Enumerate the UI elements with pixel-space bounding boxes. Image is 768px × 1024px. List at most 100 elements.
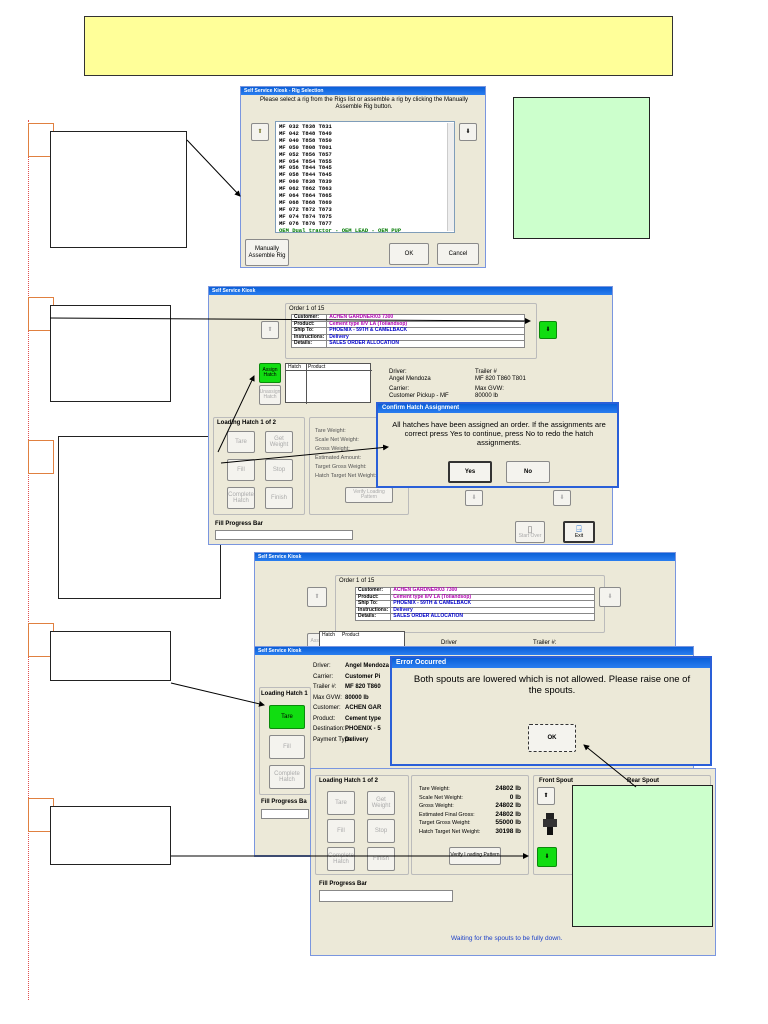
rig-list-item[interactable]: MF 068 T868 T869	[279, 198, 332, 206]
kiosk4-complete-hatch-button[interactable]: Complete Hatch	[327, 847, 355, 871]
driver-value: Angel Mendoza	[389, 376, 431, 382]
unassign-hatch-button[interactable]: Unassign Hatch	[259, 385, 281, 405]
kiosk4-fill-button[interactable]: Fill	[327, 819, 355, 843]
front-spout-up-button[interactable]: ⬆	[537, 787, 555, 805]
info-value: ACHEN GAR	[345, 705, 382, 711]
kiosk1-fill-button[interactable]: Fill	[227, 459, 255, 481]
manually-assemble-rig-button[interactable]: Manually Assemble Rig	[245, 239, 289, 266]
exit-button[interactable]: ⍈Exit	[563, 521, 595, 543]
callout-box-4	[50, 631, 171, 681]
kiosk4-tare-button[interactable]: Tare	[327, 791, 355, 815]
confirm-dialog-title: Confirm Hatch Assignment	[378, 404, 617, 413]
kiosk4-get-weight-button[interactable]: Get Weight	[367, 791, 395, 815]
rig-down-arrow-button[interactable]: ⬇	[459, 123, 477, 141]
info-label: Driver:	[313, 663, 331, 669]
rig-list-item[interactable]: MF 056 T844 T845	[279, 164, 332, 172]
weight-row: Estimated Final Gross:24802 lb	[419, 811, 521, 820]
error-dialog-message: Both spouts are lowered which is not all…	[413, 674, 691, 696]
kiosk1-rear-spout-down-button[interactable]: ⬇	[553, 490, 571, 506]
info-row: Max GVW:80000 lb	[313, 693, 389, 704]
note-box-green-top	[513, 97, 650, 239]
info-value: MF 820 T860	[345, 684, 381, 690]
weight-label: Gross Weight:	[315, 446, 350, 452]
order-field-label: Instructions:	[354, 606, 392, 614]
error-ok-button[interactable]: OK	[528, 724, 576, 752]
rig-list-item[interactable]: MF 064 T864 T865	[279, 192, 332, 200]
rig-list-item[interactable]: MF 072 T872 T873	[279, 205, 332, 213]
kiosk4-finish-button[interactable]: Finish	[367, 847, 395, 871]
kiosk1-verify-loading-pattern-button[interactable]: Verify Loading Pattern	[345, 487, 393, 503]
kiosk3-fill-progress-bar	[261, 809, 309, 819]
kiosk4-fill-progress-label: Fill Progress Bar	[319, 881, 368, 887]
rig-list-item[interactable]: MF 032 T838 T831	[279, 123, 332, 130]
kiosk4-verify-loading-pattern-button[interactable]: Verify Loading Pattern	[449, 847, 501, 865]
order-table-row: Ship To:PHOENIX - 59TH & CAMELBACK	[354, 600, 595, 608]
arrow-1	[186, 139, 241, 197]
rig-list-item[interactable]: MF 076 T876 T877	[279, 219, 332, 227]
kiosk1-complete-hatch-button[interactable]: Complete Hatch	[227, 487, 255, 509]
rig-cancel-button[interactable]: Cancel	[437, 243, 479, 265]
order-table-row: Customer:ACHEN GARDNER/03 7300	[354, 587, 595, 595]
assign-hatch-button[interactable]: Assign Hatch	[259, 363, 281, 383]
arrow-down-icon: ⬇	[544, 853, 550, 860]
info-row: Trailer #:MF 820 T860	[313, 682, 389, 693]
weight-value: 24802 lb	[495, 802, 521, 809]
weight-value: 55000 lb	[495, 819, 521, 826]
kiosk2-order-up-button[interactable]: ⬆	[307, 587, 327, 607]
confirm-no-button[interactable]: No	[506, 461, 550, 483]
rig-list-item[interactable]: MF 060 T838 T839	[279, 178, 332, 186]
rig-list-item[interactable]: MF 054 T854 T855	[279, 157, 332, 165]
kiosk2-order-down-button[interactable]: ⬇	[599, 587, 621, 607]
confirm-hatch-dialog: Confirm Hatch Assignment All hatches hav…	[376, 402, 619, 488]
kiosk1-fill-progress-bar	[215, 530, 353, 540]
rig-ok-button[interactable]: OK	[389, 243, 429, 265]
kiosk3-tare-button[interactable]: Tare	[269, 705, 305, 729]
kiosk1-tare-button[interactable]: Tare	[227, 431, 255, 453]
rig-list-item[interactable]: MF 040 T858 T850	[279, 136, 332, 144]
start-over-button[interactable]: ▯Start Over	[515, 521, 545, 543]
rig-selection-window: Self Service Kiosk - Rig Selection Pleas…	[240, 86, 486, 268]
confirm-yes-button[interactable]: Yes	[448, 461, 492, 483]
rig-list-item[interactable]: MF 042 T848 T849	[279, 129, 332, 137]
kiosk3-fill-button[interactable]: Fill	[269, 735, 305, 759]
front-spout-down-button[interactable]: ⬇	[537, 847, 557, 867]
rig-list-item[interactable]: OEM_Dual_tractor - OEM_LEAD - OEM_PUP	[279, 226, 402, 233]
max-gvw-label: Max GVW:	[475, 386, 504, 392]
kiosk1-stop-button[interactable]: Stop	[265, 459, 293, 481]
rig-up-arrow-button[interactable]: ⬆	[251, 123, 269, 141]
kiosk3-complete-hatch-button[interactable]: Complete Hatch	[269, 765, 305, 789]
carrier-value: Customer Pickup - MF	[389, 393, 449, 399]
weight-row: Scale Net Weight:0 lb	[419, 794, 521, 803]
kiosk1-order-up-button[interactable]: ⬆	[261, 321, 279, 339]
kiosk4-stop-button[interactable]: Stop	[367, 819, 395, 843]
kiosk1-hatch-table: Hatch Product	[285, 363, 372, 404]
info-label: Product:	[313, 715, 336, 722]
kiosk2-titlebar: Self Service Kiosk	[255, 553, 675, 561]
info-label: Payment Type:	[313, 736, 353, 743]
kiosk1-loading-label: Loading Hatch 1 of 2	[217, 420, 277, 426]
weight-label: Tare Weight:	[315, 428, 346, 434]
weight-label: Scale Net Weight:	[315, 437, 359, 443]
info-label: Carrier:	[313, 673, 334, 680]
note-box-green-bottom	[572, 785, 713, 927]
rig-list-scrollbar[interactable]	[447, 123, 454, 231]
info-value: Cement type	[345, 715, 382, 722]
kiosk1-front-spout-down-button[interactable]: ⬇	[465, 490, 483, 506]
product-column-header: Product	[308, 364, 326, 370]
rig-list-item[interactable]: MF 058 T844 T845	[279, 171, 332, 179]
kiosk4-status-message: Waiting for the spouts to be fully down.	[451, 935, 563, 942]
rig-list-item[interactable]: MF 062 T862 T863	[279, 185, 332, 193]
kiosk2-order-label: Order 1 of 15	[339, 578, 375, 584]
info-label: Max GVW:	[313, 694, 342, 701]
kiosk1-order-down-button[interactable]: ⬇	[539, 321, 557, 339]
rig-list-item[interactable]: MF 052 T856 T857	[279, 150, 332, 158]
arrow-down-icon: ⬇	[559, 494, 565, 501]
kiosk1-get-weight-button[interactable]: Get Weight	[265, 431, 293, 453]
info-label: Customer:	[313, 705, 341, 711]
kiosk1-finish-button[interactable]: Finish	[265, 487, 293, 509]
rig-list-item[interactable]: MF 074 T874 T875	[279, 212, 332, 220]
kiosk1-weights-list: Tare Weight: Scale Net Weight: Gross Weigh…	[315, 427, 376, 481]
rig-list-item[interactable]: MF 050 T808 T801	[279, 143, 332, 151]
start-over-label: Start Over	[518, 533, 542, 540]
